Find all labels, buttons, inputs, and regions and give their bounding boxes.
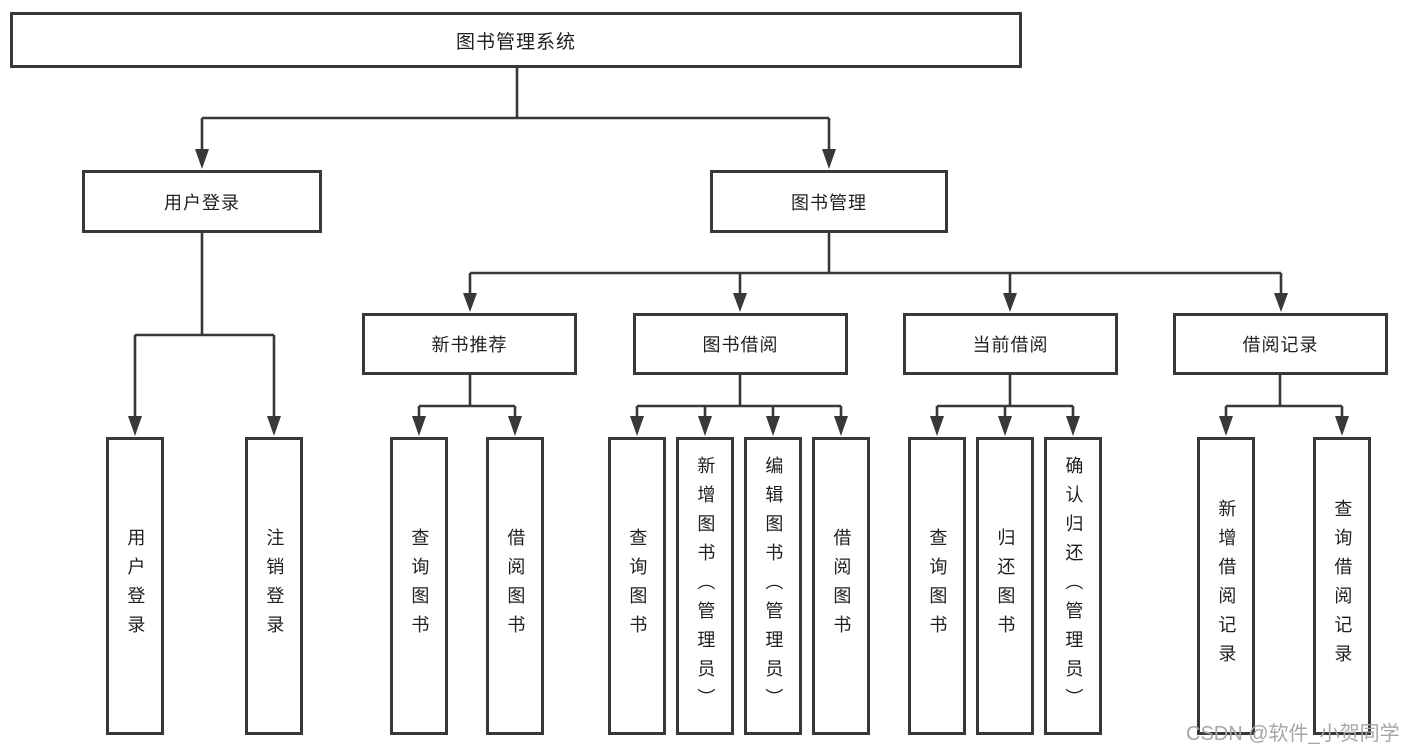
leaf-label: 查询图书 (927, 528, 948, 644)
leaf-query-books-recommend: 查询图书 (390, 437, 448, 735)
node-label: 借阅记录 (1242, 335, 1319, 355)
leaf-label: 查询借阅记录 (1332, 499, 1353, 673)
leaf-query-books-current: 查询图书 (908, 437, 966, 735)
leaf-label: 归还图书 (995, 528, 1016, 644)
leaf-label: 新增借阅记录 (1216, 499, 1237, 673)
leaf-add-book-admin: 新增图书（管理员） (676, 437, 734, 735)
leaf-borrow-books-recommend: 借阅图书 (486, 437, 544, 735)
node-label: 图书管理 (791, 192, 867, 213)
csdn-watermark: CSDN @软件_小贺同学 (1186, 723, 1400, 745)
node-user-login: 用户登录 (82, 170, 322, 233)
leaf-label: 查询图书 (627, 528, 648, 644)
node-library-management-system: 图书管理系统 (10, 12, 1022, 68)
node-label: 用户登录 (164, 192, 240, 213)
node-label: 当前借阅 (972, 335, 1049, 355)
leaf-label: 借阅图书 (831, 528, 852, 644)
leaf-borrow-books-borrowing: 借阅图书 (812, 437, 870, 735)
leaf-user-login: 用户登录 (106, 437, 164, 735)
leaf-label: 借阅图书 (505, 528, 526, 644)
node-label: 图书管理系统 (455, 31, 576, 53)
leaf-label: 用户登录 (125, 528, 146, 644)
leaf-label: 编辑图书（管理员） (763, 455, 784, 717)
leaf-return-book: 归还图书 (976, 437, 1034, 735)
leaf-label: 确认归还（管理员） (1063, 455, 1084, 717)
leaf-label: 新增图书（管理员） (695, 455, 716, 717)
node-book-borrowing: 图书借阅 (633, 313, 848, 375)
leaf-query-borrow-record: 查询借阅记录 (1313, 437, 1371, 735)
node-current-borrowing: 当前借阅 (903, 313, 1118, 375)
leaf-add-borrow-record: 新增借阅记录 (1197, 437, 1255, 735)
node-label: 图书借阅 (702, 335, 779, 355)
leaf-confirm-return-admin: 确认归还（管理员） (1044, 437, 1102, 735)
leaf-query-books-borrowing: 查询图书 (608, 437, 666, 735)
node-borrowing-records: 借阅记录 (1173, 313, 1388, 375)
node-book-management: 图书管理 (710, 170, 948, 233)
node-new-book-recommendation: 新书推荐 (362, 313, 577, 375)
leaf-label: 查询图书 (409, 528, 430, 644)
leaf-label: 注销登录 (264, 528, 285, 644)
node-label: 新书推荐 (431, 335, 508, 355)
leaf-edit-book-admin: 编辑图书（管理员） (744, 437, 802, 735)
leaf-logout: 注销登录 (245, 437, 303, 735)
